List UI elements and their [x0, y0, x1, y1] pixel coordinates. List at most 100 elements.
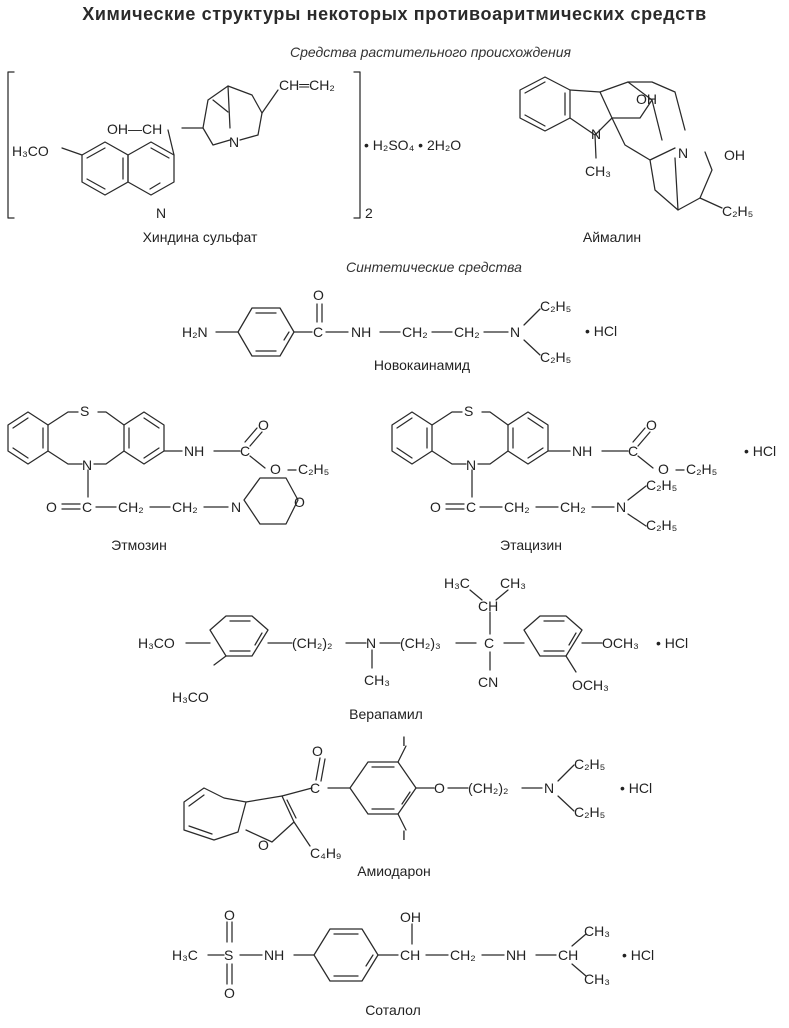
- quinidine-structure: [7, 71, 361, 219]
- ethmozine-labels: S N NH C O O C₂H₅ O C CH₂ CH₂ N O: [46, 403, 329, 515]
- ajmaline-c2h5: C₂H₅: [722, 203, 753, 219]
- sotalol-o-top: O: [224, 907, 235, 923]
- ajmaline-labels: OH N CH₃ N OH C₂H₅: [585, 91, 753, 219]
- sotalol-hcl: • HCl: [622, 947, 654, 963]
- ethacizine-n-amine: N: [616, 499, 626, 515]
- novocainamide-n: N: [510, 324, 520, 340]
- sotalol-ch: CH: [400, 947, 420, 963]
- amiodarone-c2h5-b: C₂H₅: [574, 804, 605, 820]
- amiodarone-i-bottom: I: [402, 827, 406, 843]
- verapamil-och3-a: OCH₃: [602, 635, 639, 651]
- quinidine-salt: • H₂SO₄ • 2H₂O: [364, 137, 461, 153]
- ethacizine-structure: [391, 411, 685, 527]
- verapamil-h3co-b: H₃CO: [172, 689, 209, 705]
- verapamil-structure: [185, 589, 603, 673]
- ajmaline-name: Аймалин: [582, 229, 642, 245]
- verapamil-n: N: [366, 635, 376, 651]
- ethmozine-o-morph: O: [294, 494, 305, 510]
- ethmozine-structure: [7, 411, 299, 525]
- ethmozine-s: S: [80, 403, 89, 419]
- verapamil-ch2-2: (CH₂)₂: [292, 635, 332, 651]
- verapamil-h3c: H₃C: [444, 575, 470, 591]
- novocainamide-c2h5-a: C₂H₅: [540, 298, 571, 314]
- amiodarone-name: Амиодарон: [357, 863, 431, 879]
- ethmozine-ch2-a: CH₂: [118, 499, 144, 515]
- ethacizine-s: S: [464, 403, 473, 419]
- amiodarone-ch2-2: (CH₂)₂: [468, 780, 508, 796]
- amiodarone-c2h5-a: C₂H₅: [574, 756, 605, 772]
- novocainamide-labels: H₂N O C NH CH₂ CH₂ N C₂H₅ C₂H₅ • HCl: [182, 287, 617, 365]
- verapamil-och3-b: OCH₃: [572, 677, 609, 693]
- amiodarone-o-ether: O: [434, 780, 445, 796]
- sotalol-ch3-b: CH₃: [584, 971, 610, 987]
- verapamil-h3co-a: H₃CO: [138, 635, 175, 651]
- ajmaline-n-indole: N: [591, 126, 601, 142]
- quinidine-labels: H₃CO OH—CH N N CH═CH₂ • H₂SO₄ • 2H₂O 2: [12, 77, 461, 221]
- ethacizine-c2h5-ester: C₂H₅: [686, 461, 717, 477]
- novocainamide-ch2-b: CH₂: [454, 324, 480, 340]
- quinidine-n-ring: N: [156, 205, 166, 221]
- ethmozine-o-ester: O: [270, 461, 281, 477]
- quinidine-vinyl: CH═CH₂: [279, 77, 335, 93]
- amiodarone-c4h9: C₄H₉: [310, 845, 342, 861]
- ethacizine-c2h5-b: C₂H₅: [646, 517, 677, 533]
- ethmozine-c: C: [240, 443, 250, 459]
- verapamil-ch3: CH₃: [364, 672, 390, 688]
- ethacizine-name: Этацизин: [500, 537, 562, 553]
- ajmaline-oh-top: OH: [636, 91, 657, 107]
- verapamil-name: Верапамил: [349, 706, 423, 722]
- ethmozine-nh: NH: [184, 443, 204, 459]
- ethacizine-o-carbonyl: O: [430, 499, 441, 515]
- ajmaline-oh-right: OH: [724, 147, 745, 163]
- sotalol-s: S: [224, 947, 233, 963]
- sotalol-nh-a: NH: [264, 947, 284, 963]
- sotalol-name: Соталол: [365, 1002, 421, 1018]
- ethacizine-ch2-a: CH₂: [504, 499, 530, 515]
- verapamil-ch3-iso: CH₃: [500, 575, 526, 591]
- ethacizine-o-ester: O: [658, 461, 669, 477]
- ethacizine-nh: NH: [572, 443, 592, 459]
- novocainamide-c2h5-b: C₂H₅: [540, 349, 571, 365]
- sotalol-ch2: CH₂: [450, 947, 476, 963]
- quinidine-name: Хиндина сульфат: [142, 229, 258, 245]
- section-plant-heading: Средства растительного происхождения: [290, 44, 571, 60]
- ethacizine-o-top: O: [646, 417, 657, 433]
- verapamil-cn: CN: [478, 674, 498, 690]
- quinidine-n-bridge: N: [229, 134, 239, 150]
- ethacizine-c-carbonyl: C: [466, 499, 476, 515]
- sotalol-h3c: H₃C: [172, 947, 198, 963]
- ajmaline-structure: [519, 76, 723, 211]
- amiodarone-labels: O C O C₄H₉ I I O (CH₂)₂ N C₂H₅ C₂H₅ • HC…: [258, 733, 652, 861]
- novocainamide-nh: NH: [351, 324, 371, 340]
- ethacizine-ch2-b: CH₂: [560, 499, 586, 515]
- sotalol-labels: H₃C S O O NH OH CH CH₂ NH CH CH₃ CH₃ • H…: [172, 907, 654, 1001]
- sotalol-nh-b: NH: [506, 947, 526, 963]
- quinidine-h3co: H₃CO: [12, 143, 49, 159]
- ethmozine-n-ring: N: [82, 457, 92, 473]
- novocainamide-hcl: • HCl: [585, 323, 617, 339]
- verapamil-c: C: [484, 635, 494, 651]
- sotalol-structure: [207, 921, 587, 985]
- verapamil-labels: H₃CO H₃CO (CH₂)₂ N CH₃ (CH₂)₃ C H₃C CH₃ …: [138, 575, 688, 705]
- amiodarone-hcl: • HCl: [620, 780, 652, 796]
- ethmozine-c2h5: C₂H₅: [298, 461, 329, 477]
- verapamil-ch2-3: (CH₂)₃: [400, 635, 441, 651]
- ethacizine-hcl: • HCl: [744, 443, 776, 459]
- ethmozine-o-carbonyl: O: [46, 499, 57, 515]
- ajmaline-ch3: CH₃: [585, 163, 611, 179]
- ethacizine-labels: S N NH C O O C₂H₅ O C CH₂ CH₂ N C₂H₅ C₂H…: [430, 403, 776, 533]
- amiodarone-c: C: [310, 780, 320, 796]
- amiodarone-o-furan: O: [258, 837, 269, 853]
- ethacizine-c2h5-a: C₂H₅: [646, 477, 677, 493]
- ethmozine-o-top: O: [258, 417, 269, 433]
- ethmozine-n-morph: N: [231, 499, 241, 515]
- sotalol-ch3-a: CH₃: [584, 923, 610, 939]
- verapamil-hcl: • HCl: [656, 635, 688, 651]
- verapamil-ch: CH: [478, 598, 498, 614]
- ajmaline-n-cage: N: [678, 145, 688, 161]
- amiodarone-n: N: [544, 780, 554, 796]
- novocainamide-name: Новокаинамид: [373, 357, 471, 373]
- amiodarone-o-carbonyl: O: [312, 743, 323, 759]
- page-title: Химические структуры некоторых противоар…: [82, 4, 707, 24]
- sotalol-ch-iso: CH: [558, 947, 578, 963]
